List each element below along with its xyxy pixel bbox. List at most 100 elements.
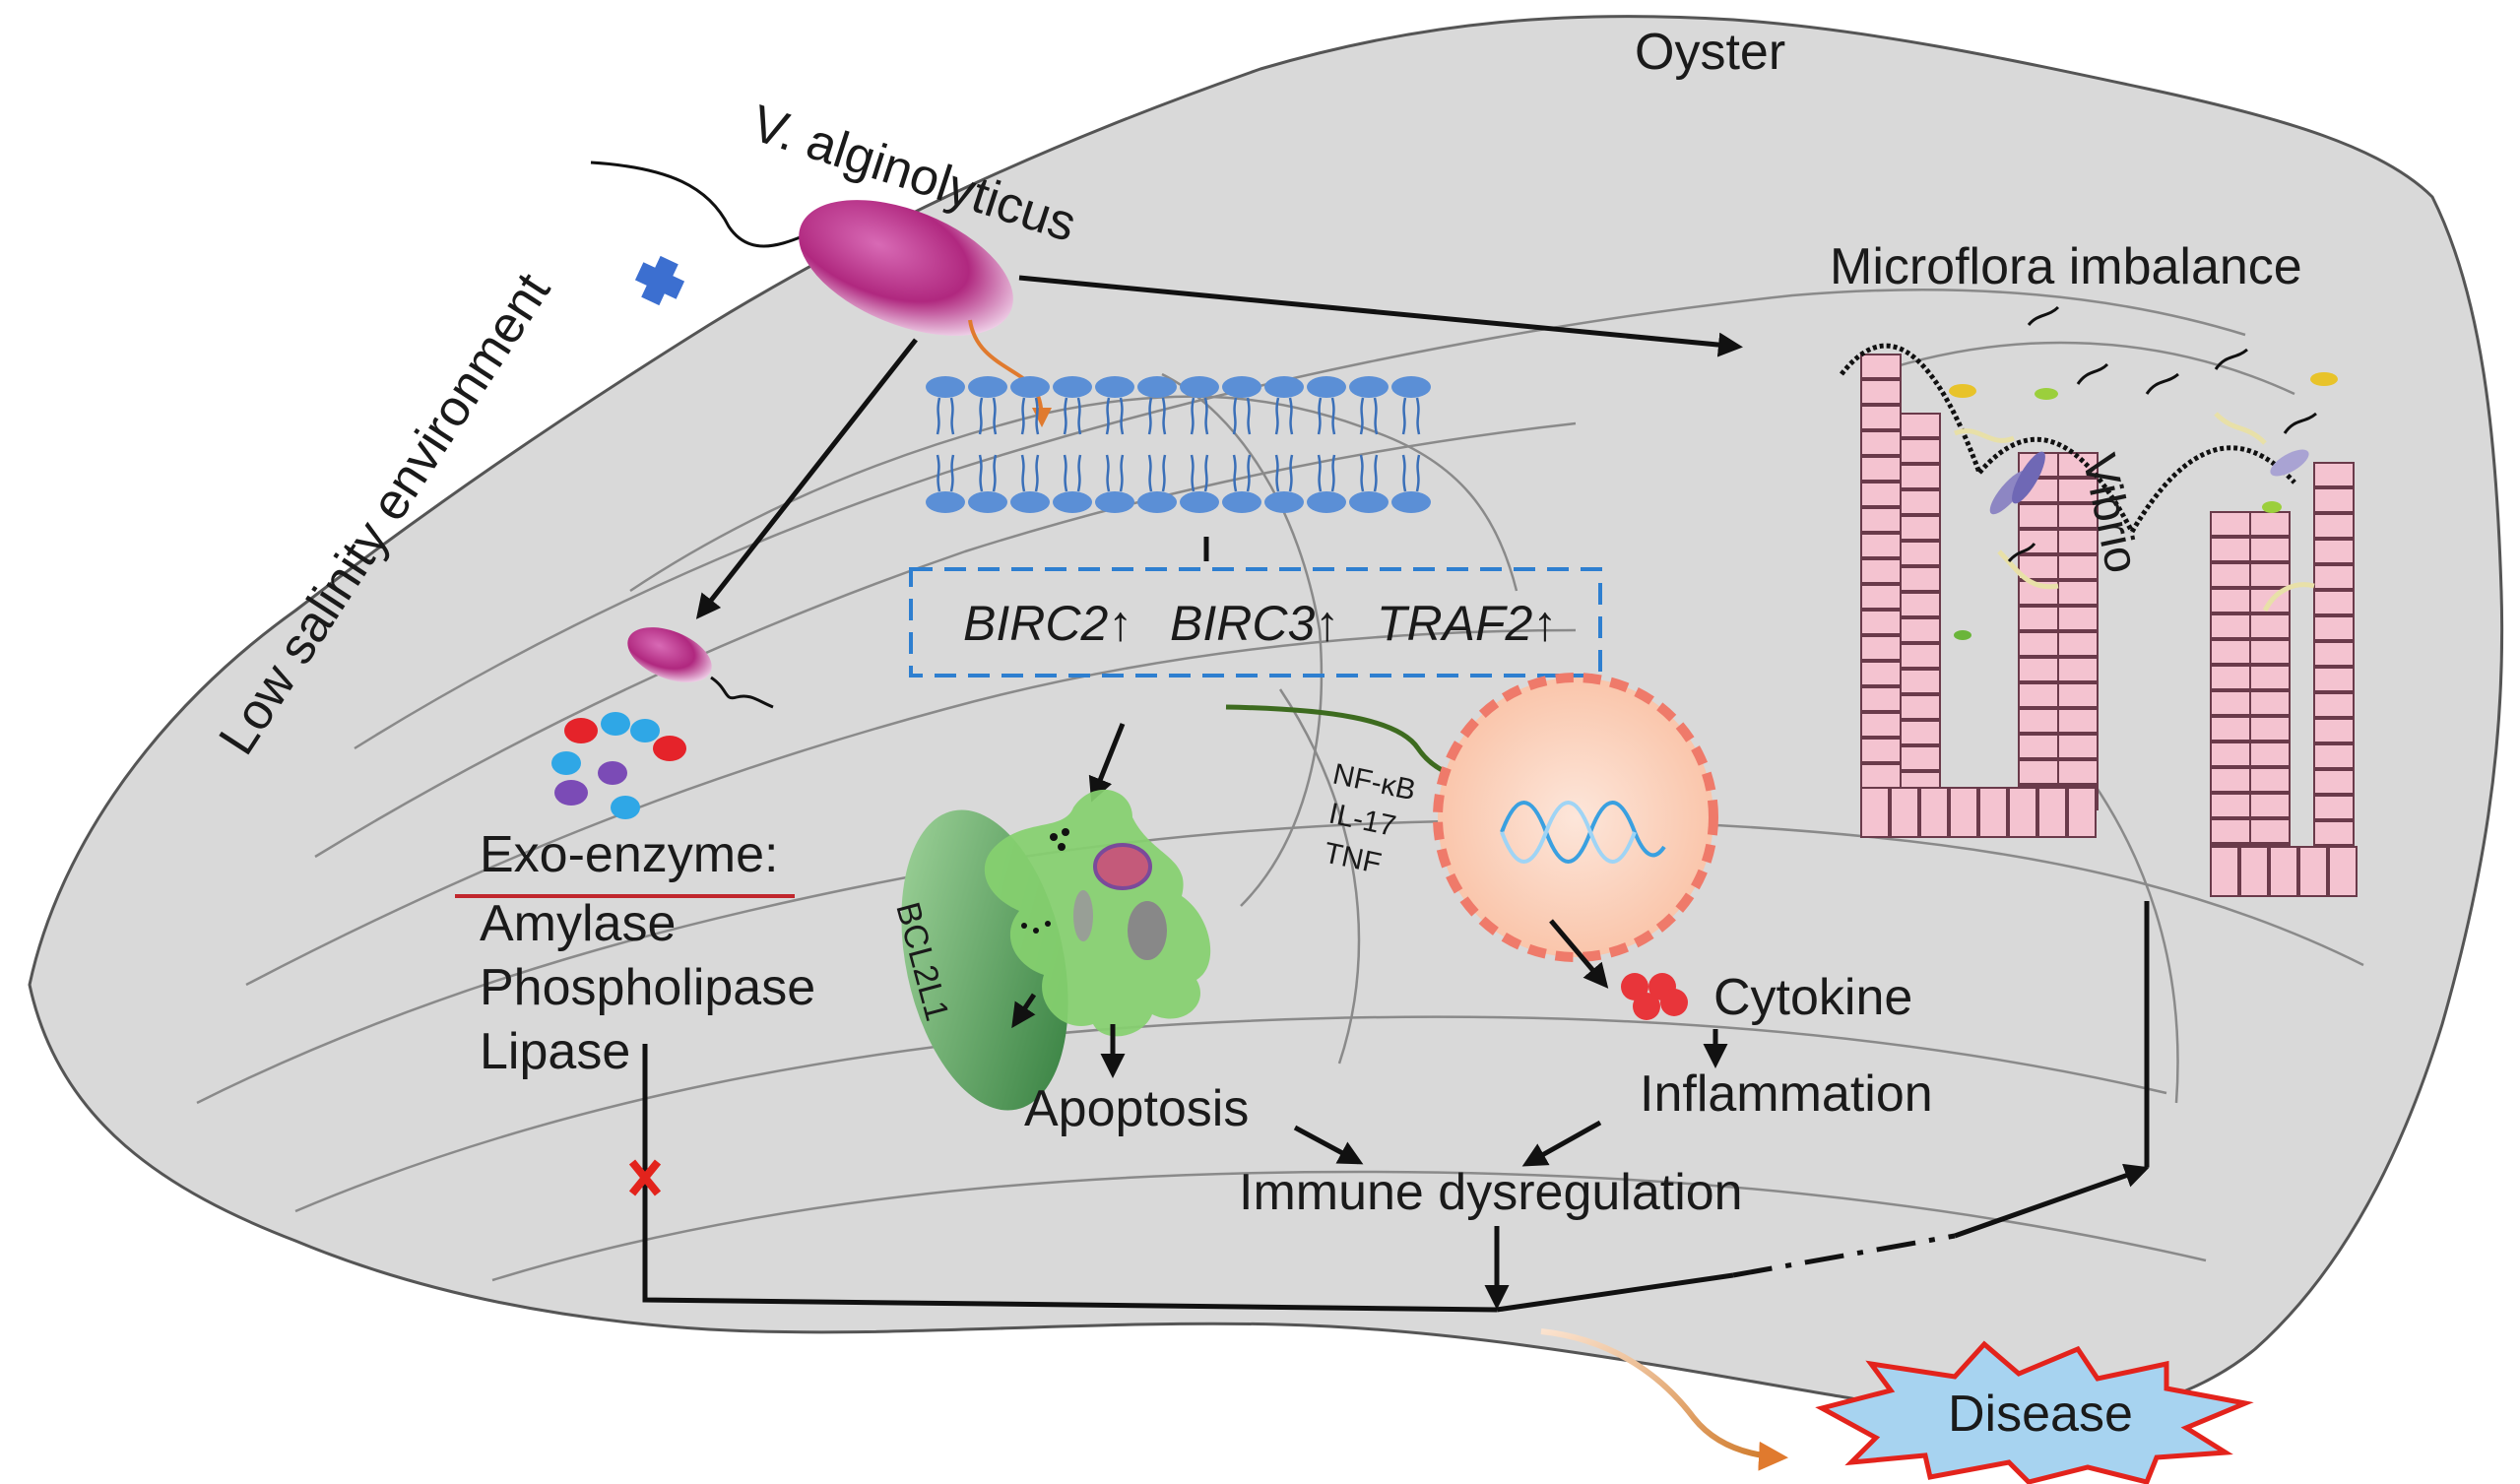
epithelial-cell [2249,613,2291,639]
epithelial-cell [2210,716,2251,742]
lipid-head [1095,491,1134,513]
arrow-to-disease [1540,1328,1788,1471]
lipid-tail [978,454,998,492]
epithelial-cell [2313,820,2355,846]
epithelial-cell [1900,592,1941,617]
epithelial-cell [2018,708,2059,734]
lipase-path [642,1044,1498,1313]
epithelial-cell [1860,763,1902,789]
epithelial-cell [1860,405,1902,430]
epithelial-cell [2313,590,2355,615]
epithelial-cell [2057,554,2099,580]
nucleus-small-icon [1128,901,1167,960]
bacterium-small [627,627,712,682]
epithelial-cell [2313,615,2355,641]
lipid-head [926,376,965,398]
cytokine-icon [1621,973,1688,1020]
lipid-head [1222,491,1261,513]
lipid-head [1264,491,1304,513]
epithelial-cell [2249,818,2291,844]
epithelial-cell [2057,657,2099,682]
exoenzyme-title: Exo-enzyme: [480,826,778,883]
epithelial-cell [1900,438,1941,464]
epithelial-cell [2210,846,2239,897]
epithelial-cell [2249,537,2291,562]
gene-birc2-up-icon: ↑ [1108,596,1132,651]
epithelial-cell [2298,846,2328,897]
epithelial-cell [2018,759,2059,785]
epithelial-cell [2239,846,2269,897]
epithelial-cell [2057,759,2099,785]
gene-traf2-up-icon: ↑ [1532,596,1557,651]
epithelial-cell [2313,769,2355,795]
lipid-head [1095,376,1134,398]
epithelial-cell [2249,665,2291,690]
bacterium-large [799,200,1013,336]
lipid-tail [1105,397,1125,435]
mantle-lines [196,289,2364,1282]
flagellum [590,161,804,248]
lipid-tail [1359,397,1379,435]
epithelial-cell [1900,464,1941,489]
epithelial-cell [1900,720,1941,745]
arrow-to-microflora [1018,275,1743,357]
lipid-tail [1190,454,1209,492]
epithelial-cell [1860,738,1902,763]
oyster-label: Oyster [1635,24,1785,81]
lipid-tail [1063,454,1082,492]
enzyme-lipase: Lipase [480,1023,630,1080]
small-flagellum [710,676,774,709]
organelle-icon [1073,890,1093,941]
epithelial-cell [1900,489,1941,515]
block-icon [628,1159,662,1196]
lipid-tail [1147,397,1167,435]
lipid-head [926,491,965,513]
epithelial-cell [1900,413,1941,438]
epithelial-cell [2328,846,2358,897]
epithelial-cell [1860,787,1890,838]
gene-birc2: BIRC2↑ [963,596,1132,651]
epithelial-cell [2018,734,2059,759]
lipid-head [1053,376,1092,398]
epithelial-cell [1860,507,1902,533]
mitochondrion-icon [1093,843,1152,890]
cytokine-label: Cytokine [1713,969,1912,1026]
epithelial-cell [2210,511,2251,537]
nucleus [1433,673,1718,962]
epithelial-cell [1860,610,1902,635]
epithelial-cell [2210,793,2251,818]
epithelial-cell [1860,456,1902,482]
epithelial-cell [2313,641,2355,667]
lipid-head [1391,376,1431,398]
lipid-head [1010,376,1050,398]
plus-icon [634,255,685,306]
lipid-head [1180,376,1219,398]
lipid-head [1137,491,1177,513]
epithelial-cell [1900,669,1941,694]
lipid-head [1349,491,1389,513]
inflammation-label: Inflammation [1640,1065,1933,1123]
lipid-head [1307,376,1346,398]
lipid-tail [1359,454,1379,492]
cell-membrane [926,376,1431,513]
immune-label: Immune dysregulation [1239,1164,1743,1221]
epithelial-cell [2210,562,2251,588]
microflora-label: Microflora imbalance [1830,238,2302,295]
lipid-head [1180,491,1219,513]
gene-birc3: BIRC3↑ [1170,596,1339,651]
disease-burst [1815,1340,2254,1484]
epithelial-cell [1900,617,1941,643]
epithelial-cell [2210,665,2251,690]
lipid-head [1264,376,1304,398]
lipid-tail [1147,454,1167,492]
epithelial-cell [2210,537,2251,562]
epithelial-cell [1900,745,1941,771]
gene-birc2-name: BIRC2 [963,596,1108,651]
epithelial-cell [1860,354,1902,379]
lipid-head [968,376,1007,398]
epithelial-cell [1860,661,1902,686]
arrow-apoptosis-to-immune [1293,1125,1364,1165]
epithelial-cell [1860,379,1902,405]
gene-traf2-name: TRAF2 [1377,596,1533,651]
epithelial-cell [2249,716,2291,742]
